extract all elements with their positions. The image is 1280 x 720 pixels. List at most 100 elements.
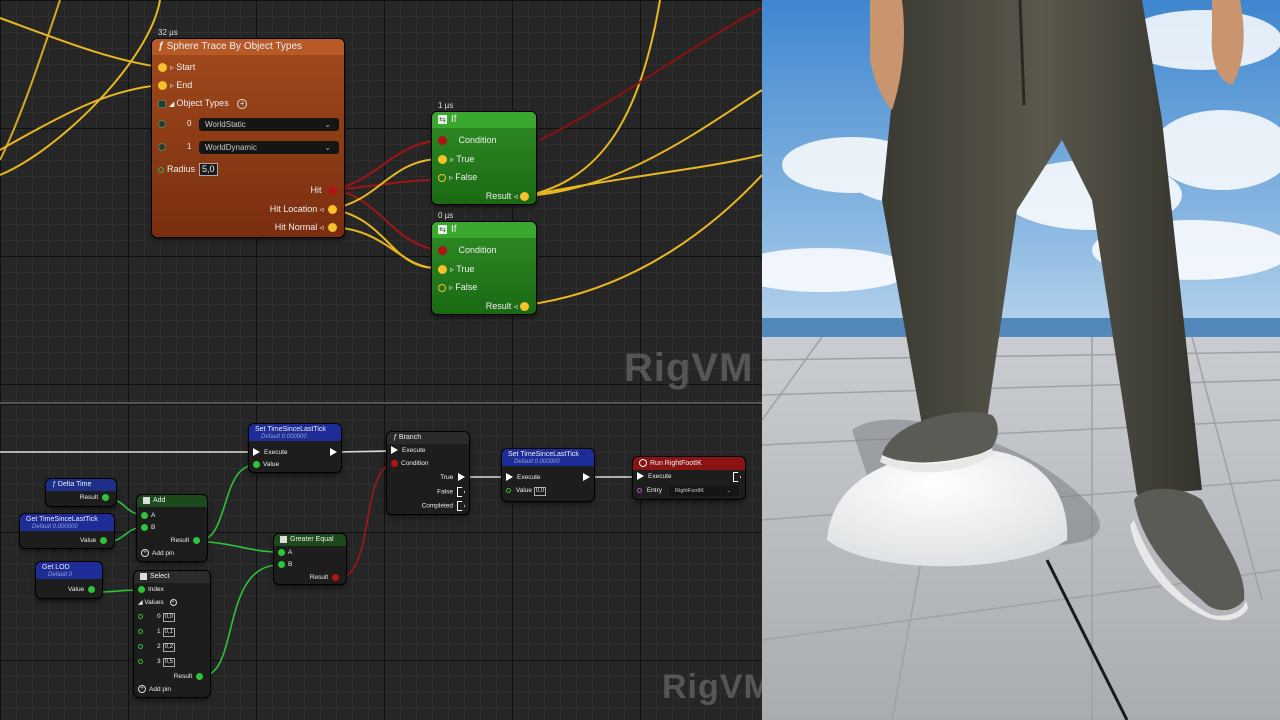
branch-false-pin[interactable]: False — [437, 487, 465, 497]
float-pin-icon — [158, 63, 167, 73]
get-time-value-pin[interactable]: Value — [80, 536, 110, 545]
function-icon: ƒ — [52, 481, 56, 488]
branch-execute-pin[interactable]: Execute — [391, 446, 426, 455]
ge-result-pin[interactable]: Result — [310, 573, 342, 582]
if2-false-pin[interactable]: ▹ False — [438, 281, 477, 293]
exec-pin-icon — [457, 487, 465, 497]
if-node-2-title: If — [451, 224, 457, 235]
if-node-2-timing: 0 µs — [438, 211, 454, 220]
left-shoe-sole — [880, 448, 994, 473]
chevron-down-icon: ⌄ — [324, 120, 331, 129]
get-lod-value-pin[interactable]: Value — [68, 585, 98, 594]
object-type-0-dropdown[interactable]: WorldStatic⌄ — [199, 118, 339, 131]
left-hand — [870, 0, 904, 110]
event-icon — [639, 459, 647, 468]
float-pin-icon — [138, 613, 143, 619]
add-node[interactable]: Add A B Result +Add pin — [137, 495, 207, 561]
if2-true-pin[interactable]: ▹ True — [438, 263, 474, 275]
add-result-pin[interactable]: Result — [171, 536, 203, 545]
viewport-3d[interactable] — [762, 0, 1280, 720]
if2-condition-pin[interactable]: Condition — [438, 244, 497, 256]
right-shoe-sole — [1130, 520, 1248, 621]
float-pin-icon — [438, 283, 446, 292]
right-hand — [1211, 0, 1244, 85]
delta-time-result-pin[interactable]: Result — [80, 493, 112, 502]
wires-top — [0, 0, 762, 306]
if1-true-pin[interactable]: ▹ True — [438, 153, 474, 165]
start-pin[interactable]: ▹ Start — [158, 61, 195, 73]
ge-a-pin[interactable]: A — [278, 548, 292, 557]
set2-exec-out-pin[interactable] — [583, 473, 590, 482]
select-index-pin[interactable]: Index — [138, 585, 164, 594]
add-b-pin[interactable]: B — [141, 523, 155, 532]
object-type-0-pin[interactable]: 0 — [158, 118, 191, 130]
branch-completed-pin[interactable]: Completed — [422, 501, 465, 511]
branch-condition-pin[interactable]: Condition — [391, 459, 428, 468]
rigvm-watermark-bottom: RigVM — [662, 668, 762, 706]
run-ik-entry-dropdown[interactable]: RightFootIK⌄ — [669, 486, 739, 496]
left-shoe — [882, 411, 998, 463]
hit-pin[interactable]: Hit — [310, 184, 340, 196]
set2-execute-pin[interactable]: Execute — [506, 473, 541, 482]
add-a-pin[interactable]: A — [141, 511, 155, 520]
select-values-pin[interactable]: ◢ Values + — [138, 598, 177, 607]
add-element-icon[interactable]: + — [237, 98, 248, 109]
run-ik-execute-pin[interactable]: Execute — [637, 472, 672, 481]
if-node-1[interactable]: ⇆If Condition ▹ True ▹ False Result ◃ — [432, 112, 536, 204]
if1-condition-pin[interactable]: Condition — [438, 134, 497, 146]
run-ik-entry-pin[interactable]: Entry — [637, 486, 662, 495]
float-pin-icon — [278, 548, 285, 556]
name-pin-icon — [637, 487, 642, 493]
if-node-2[interactable]: ⇆If Condition ▹ True ▹ False Result ◃ — [432, 222, 536, 314]
set1-exec-out-pin[interactable] — [330, 448, 337, 457]
end-pin[interactable]: ▹ End — [158, 79, 192, 91]
set1-value-pin[interactable]: Value — [253, 460, 279, 469]
add-element-icon[interactable]: + — [169, 598, 177, 606]
run-right-foot-ik-node[interactable]: Run RightFootIK Execute Entry RightFootI… — [633, 457, 745, 499]
run-ik-exec-out-pin[interactable] — [729, 472, 741, 482]
if1-result-pin[interactable]: Result ◃ — [486, 190, 532, 202]
hit-normal-pin[interactable]: Hit Normal ◃ — [275, 221, 340, 233]
hit-location-pin[interactable]: Hit Location ◃ — [270, 203, 340, 215]
float-pin-icon — [520, 302, 529, 312]
float-pin-icon — [438, 173, 446, 182]
float-pin-icon — [520, 192, 529, 202]
float-pin-icon — [138, 643, 143, 649]
select-add-pin-button[interactable]: +Add pin — [138, 685, 171, 694]
object-type-1-pin[interactable]: 1 — [158, 141, 191, 153]
if2-result-pin[interactable]: Result ◃ — [486, 300, 532, 312]
select-result-pin[interactable]: Result — [174, 672, 206, 681]
branch-true-pin[interactable]: True — [440, 473, 465, 482]
exec-pin-icon — [391, 446, 398, 455]
object-types-pin[interactable]: ◢ Object Types + — [158, 97, 248, 109]
object-type-1-dropdown[interactable]: WorldDynamic⌄ — [199, 141, 339, 154]
if1-false-pin[interactable]: ▹ False — [438, 171, 477, 183]
float-pin-icon — [158, 81, 167, 91]
set1-execute-pin[interactable]: Execute — [253, 448, 288, 457]
sphere-trace-title: Sphere Trace By Object Types — [166, 41, 303, 52]
chevron-down-icon: ⌄ — [324, 143, 331, 152]
exec-pin-icon — [733, 472, 741, 482]
radius-input[interactable]: 5,0 — [199, 163, 218, 176]
ge-b-pin[interactable]: B — [278, 560, 292, 569]
float-pin-icon — [158, 166, 164, 173]
set2-value-input[interactable]: 0,0 — [533, 487, 547, 496]
greater-equal-node[interactable]: Greater Equal A B Result — [274, 534, 346, 584]
add-pin-button[interactable]: +Add pin — [141, 549, 174, 558]
